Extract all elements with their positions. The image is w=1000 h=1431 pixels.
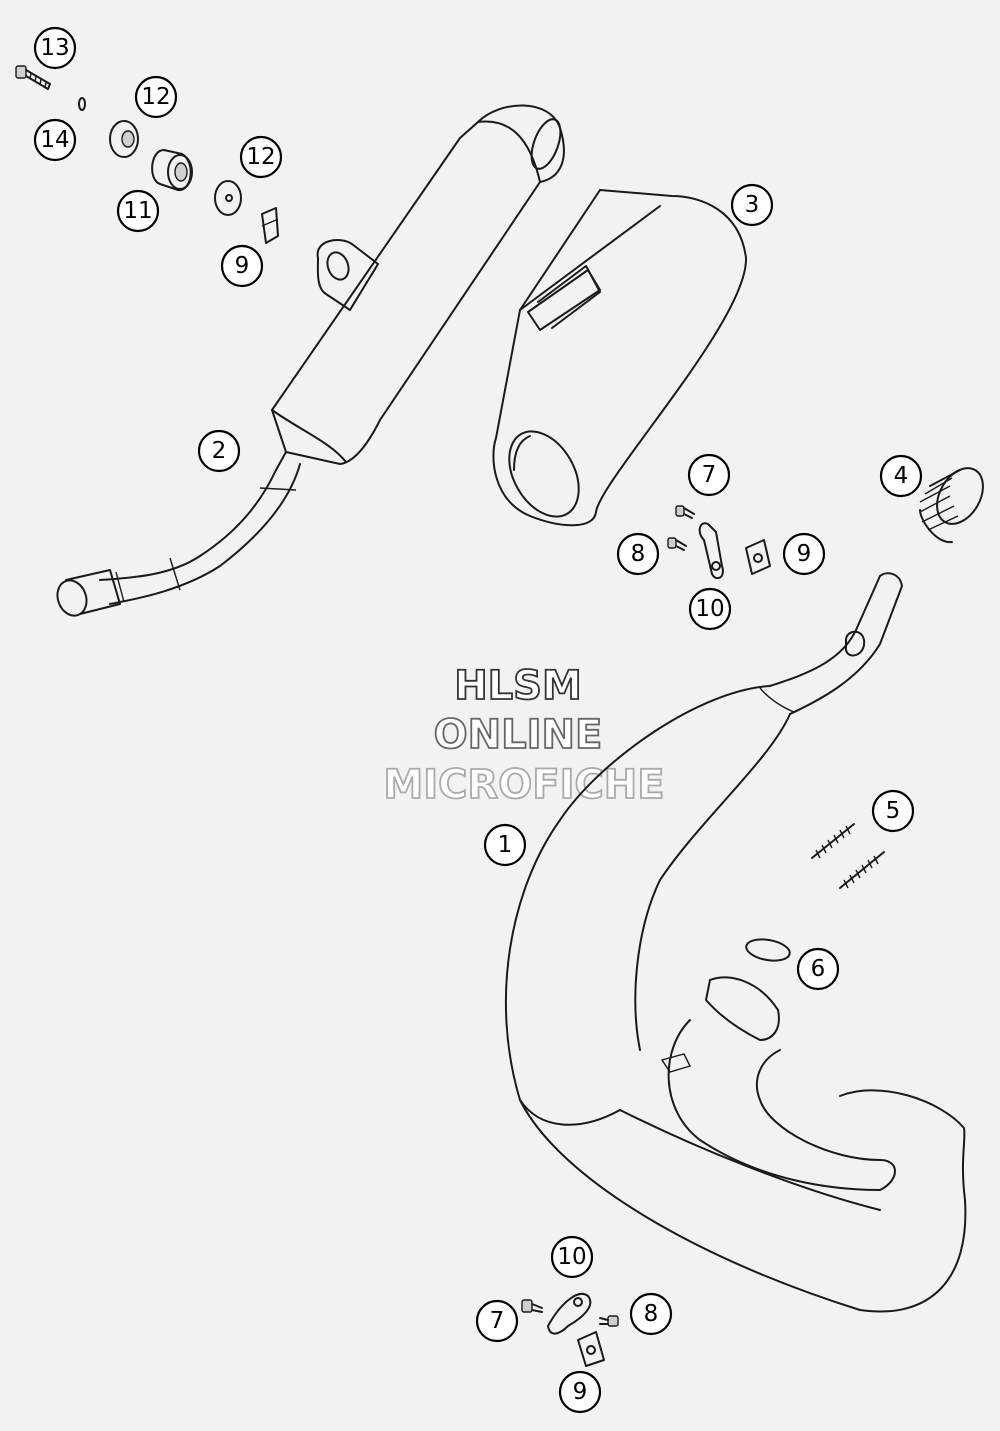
callout-12[interactable]: 12	[134, 75, 178, 119]
callout-7-bottom-label: 7	[490, 1308, 505, 1334]
callout-9-top-label: 9	[235, 253, 250, 279]
callout-6[interactable]: 6	[796, 947, 840, 991]
part-12-washer-2	[214, 180, 242, 216]
callout-11-label: 11	[123, 198, 152, 224]
callout-2[interactable]: 2	[197, 429, 241, 473]
callout-7-right[interactable]: 7	[687, 453, 731, 497]
callout-7-right-label: 7	[702, 462, 717, 488]
part-12-washer	[109, 120, 139, 158]
watermark-line-3: MICROFICHE	[383, 762, 664, 808]
part-3-guard	[492, 189, 748, 527]
callout-9-bottom-label: 9	[573, 1379, 588, 1405]
part-8-bolt-bottom	[599, 1315, 619, 1327]
callout-1-label: 1	[498, 832, 513, 858]
callout-9-right[interactable]: 9	[782, 532, 826, 576]
callout-8-bottom-label: 8	[644, 1301, 659, 1327]
callout-3-label: 3	[745, 192, 760, 218]
part-14-washer	[78, 97, 86, 111]
callout-2-label: 2	[212, 438, 227, 464]
part-1-expansion-chamber	[504, 572, 967, 1313]
part-4-bellows	[919, 467, 984, 544]
callout-12-second[interactable]: 12	[239, 135, 283, 179]
callout-12-label: 12	[141, 84, 170, 110]
callout-5[interactable]: 5	[871, 789, 915, 833]
callout-5-label: 5	[886, 798, 901, 824]
callout-8-bottom[interactable]: 8	[629, 1292, 673, 1336]
part-7-bolt-right	[675, 505, 695, 519]
callout-12-second-label: 12	[246, 144, 275, 170]
callout-13-label: 13	[40, 35, 69, 61]
part-9-clip-nut-right	[745, 539, 771, 575]
callout-13[interactable]: 13	[33, 26, 77, 70]
callout-10-bottom[interactable]: 10	[550, 1235, 594, 1279]
watermark-line-1: HLSM	[454, 663, 582, 709]
callout-9-bottom[interactable]: 9	[558, 1370, 602, 1414]
callout-10-bottom-label: 10	[557, 1244, 586, 1270]
part-13-bolt	[15, 65, 51, 90]
callouts: 13 12 14 11 12 9 3 2 7 4 8 9 10 1 5 6 10…	[33, 26, 923, 1414]
part-9-clip-nut	[261, 207, 279, 244]
callout-8-right-label: 8	[631, 541, 646, 567]
watermark-line-2: ONLINE	[434, 712, 603, 758]
part-10-bracket-bottom	[547, 1293, 592, 1335]
part-10-bracket-right	[698, 522, 724, 580]
callout-3[interactable]: 3	[730, 183, 774, 227]
callout-4-label: 4	[894, 463, 909, 489]
callout-1[interactable]: 1	[483, 823, 527, 867]
part-5-springs	[811, 823, 885, 889]
callout-9-top[interactable]: 9	[220, 244, 264, 288]
watermark: HLSM ONLINE MICROFICHE	[382, 662, 665, 809]
callout-9-right-label: 9	[797, 541, 812, 567]
callout-6-label: 6	[811, 956, 826, 982]
callout-7-bottom[interactable]: 7	[475, 1299, 519, 1343]
callout-8-right[interactable]: 8	[616, 532, 660, 576]
part-2-silencer	[56, 104, 565, 617]
part-9-clip-nut-bottom	[577, 1331, 605, 1367]
callout-11[interactable]: 11	[116, 189, 160, 233]
part-7-bolt-bottom	[521, 1299, 543, 1313]
part-11-grommet	[151, 149, 193, 191]
callout-10-right-label: 10	[695, 596, 724, 622]
part-8-bolt-right	[667, 537, 687, 551]
callout-14[interactable]: 14	[33, 118, 77, 162]
callout-10-right[interactable]: 10	[688, 587, 732, 631]
callout-14-label: 14	[40, 127, 69, 153]
callout-4[interactable]: 4	[879, 454, 923, 498]
